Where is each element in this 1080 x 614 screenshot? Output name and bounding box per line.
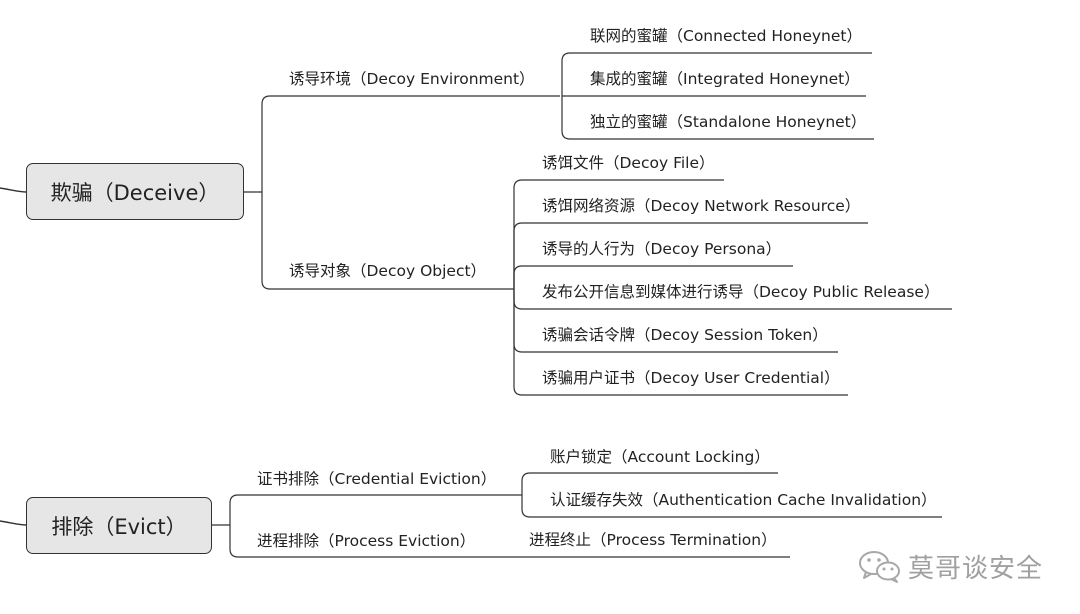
leaf-process-termination: 进程终止（Process Termination）	[529, 531, 777, 549]
node-process-eviction: 进程排除（Process Eviction）	[257, 532, 476, 550]
leaf-decoy-session-token: 诱骗会话令牌（Decoy Session Token）	[542, 326, 828, 344]
leaf-standalone-honeynet: 独立的蜜罐（Standalone Honeynet）	[590, 113, 867, 131]
leaf-authentication-cache-invalidation: 认证缓存失效（Authentication Cache Invalidation…	[550, 491, 937, 509]
watermark-text: 莫哥谈安全	[908, 553, 1044, 584]
node-evict: 排除（Evict）	[26, 497, 212, 554]
leaf-decoy-user-credential: 诱骗用户证书（Decoy User Credential）	[542, 369, 840, 387]
node-decoy-object: 诱导对象（Decoy Object）	[289, 262, 487, 280]
node-evict-label: 排除（Evict）	[51, 514, 187, 539]
leaf-decoy-file: 诱饵文件（Decoy File）	[542, 154, 715, 172]
node-deceive: 欺骗（Deceive）	[26, 163, 244, 220]
leaf-account-locking: 账户锁定（Account Locking）	[550, 448, 770, 466]
node-credential-eviction: 证书排除（Credential Eviction）	[257, 470, 497, 488]
leaf-connected-honeynet: 联网的蜜罐（Connected Honeynet）	[590, 27, 862, 45]
leaf-decoy-persona: 诱导的人行为（Decoy Persona）	[542, 240, 782, 258]
leaf-decoy-network-resource: 诱饵网络资源（Decoy Network Resource）	[542, 197, 861, 215]
leaf-decoy-public-release: 发布公开信息到媒体进行诱导（Decoy Public Release）	[542, 283, 940, 301]
node-decoy-environment: 诱导环境（Decoy Environment）	[289, 70, 535, 88]
leaf-integrated-honeynet: 集成的蜜罐（Integrated Honeynet）	[590, 70, 860, 88]
watermark: 莫哥谈安全	[858, 548, 1043, 584]
wechat-icon	[859, 551, 900, 583]
node-deceive-label: 欺骗（Deceive）	[50, 180, 220, 205]
